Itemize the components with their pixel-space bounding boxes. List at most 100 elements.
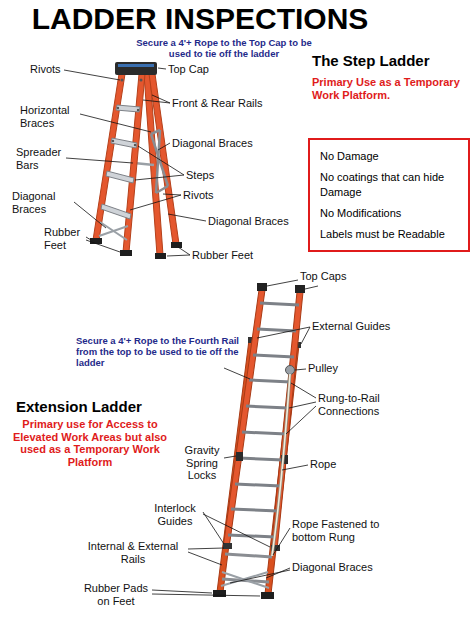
fly-rung — [260, 303, 299, 305]
checklist-item: No coatings that can hide Damage — [320, 170, 460, 199]
rubber-foot — [120, 250, 132, 256]
leader-line — [178, 247, 190, 255]
top-cap — [295, 285, 305, 293]
page-title: LADDER INSPECTIONS — [0, 2, 400, 36]
fly-rung — [249, 380, 291, 382]
fly-rung — [228, 535, 275, 537]
fly-rung — [239, 458, 283, 460]
leader-line — [80, 114, 151, 132]
ladder-step — [116, 105, 140, 112]
front-brace — [99, 226, 128, 236]
leader-line — [273, 528, 290, 555]
leader-line — [203, 514, 270, 547]
top-cap — [115, 62, 157, 75]
rubber-pad — [213, 590, 274, 599]
leader-line — [152, 590, 212, 593]
tie-off-note: Secure a 4'+ Rope to the Top Cap to be u… — [126, 38, 322, 60]
rivet — [112, 140, 114, 142]
part-label: Diagonal Braces — [172, 137, 272, 150]
part-label: Top Caps — [300, 270, 370, 283]
fly-rung — [253, 355, 294, 357]
leader-line — [295, 369, 306, 370]
leader-line — [130, 195, 181, 210]
leader-line — [158, 68, 166, 69]
part-label: External Guides — [312, 320, 422, 333]
pulley — [286, 366, 295, 375]
leader-line — [224, 456, 236, 458]
base-rail — [217, 340, 299, 594]
part-label: Front & Rear Rails — [172, 97, 282, 110]
rear-brace — [151, 130, 168, 193]
part-label: Rubber Pads on Feet — [80, 582, 152, 607]
rubber-pad — [213, 590, 226, 597]
checklist-item: Labels must be Readable — [320, 227, 460, 241]
leader-line — [158, 143, 170, 150]
rope — [272, 374, 290, 556]
primary-use-note: Primary use for Access to Elevated Work … — [10, 418, 170, 469]
fly-rung — [235, 484, 281, 486]
fly-rung — [231, 509, 278, 511]
leader-line — [286, 406, 316, 434]
leader-line — [138, 146, 184, 175]
front-rail — [123, 74, 145, 252]
leader-line — [230, 570, 290, 583]
rubber-foot — [90, 238, 102, 244]
leader-line — [289, 402, 316, 408]
front-rail — [93, 74, 145, 252]
part-label: Internal & External Rails — [78, 540, 188, 565]
part-label: Rivots — [30, 63, 70, 76]
part-label: Horizontal Braces — [20, 104, 82, 129]
leader-line — [257, 327, 310, 338]
leader-line — [152, 594, 260, 596]
rope — [272, 374, 290, 556]
part-label: Diagonal Braces — [12, 190, 74, 215]
leader-line — [168, 214, 206, 221]
part-label: Rung-to-Rail Connections — [318, 392, 428, 417]
part-label: Pulley — [308, 362, 368, 375]
rear-brace — [156, 130, 160, 193]
leader-line — [188, 552, 222, 565]
part-label: Rope — [310, 458, 360, 471]
section-heading: The Step Ladder — [312, 52, 462, 69]
leader-line — [203, 512, 224, 544]
rivet — [137, 109, 139, 111]
top-cap — [257, 283, 267, 291]
rivet — [121, 79, 124, 82]
part-label: Diagonal Braces — [292, 561, 402, 574]
top-cap — [257, 283, 305, 293]
section-heading: Extension Ladder — [16, 398, 176, 415]
part-label: Diagonal Braces — [208, 215, 308, 228]
leader-line — [163, 194, 181, 195]
checklist-item: No Damage — [320, 149, 460, 163]
part-label: Rubber Feet — [44, 226, 86, 251]
rubber-foot — [155, 253, 166, 259]
checklist-box: No Damage No coatings that can hide Damag… — [308, 138, 470, 252]
part-label: Rubber Feet — [192, 249, 282, 262]
base-rung — [225, 554, 272, 557]
leader-line — [267, 280, 298, 286]
primary-use-note: Primary Use as a Temporary Work Platform… — [312, 76, 470, 101]
gravity-spring-lock — [236, 452, 288, 464]
gravity-spring-lock — [236, 452, 243, 461]
part-label: Rivots — [183, 189, 233, 202]
fly-rung — [257, 329, 296, 331]
leader-line — [305, 286, 318, 289]
leader-line — [64, 68, 318, 596]
tie-off-note: Secure a 4'+ Rope to the Fourth Rail fro… — [76, 336, 248, 369]
checklist-item: No Modifications — [320, 206, 460, 220]
part-label: Steps — [186, 169, 236, 182]
part-label: Rope Fastened to bottom Rung — [292, 518, 392, 543]
fly-rail — [223, 290, 303, 550]
part-label: Spreader Bars — [16, 146, 66, 171]
leader-line — [135, 175, 184, 180]
rivet — [117, 107, 119, 109]
leader-line — [291, 383, 316, 398]
rope — [272, 374, 290, 556]
leader-line — [282, 465, 308, 470]
front-brace — [99, 222, 128, 240]
leader-line — [74, 202, 106, 228]
rubber-pad — [261, 592, 274, 599]
rear-brace — [156, 186, 168, 193]
